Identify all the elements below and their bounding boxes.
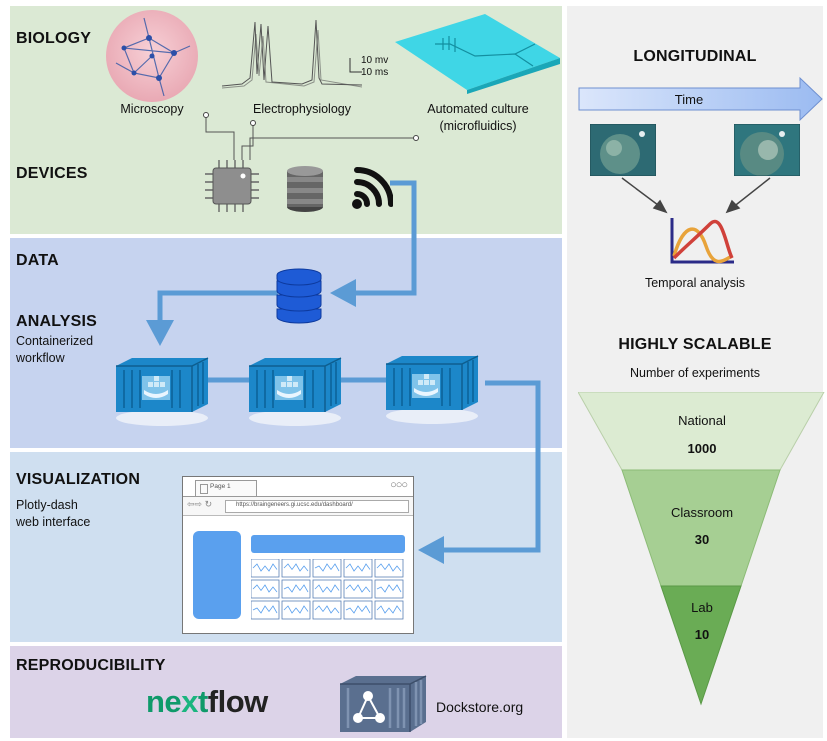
docker-container-1 bbox=[116, 357, 209, 426]
dashboard-plot-trace bbox=[376, 605, 402, 614]
tab-page-icon bbox=[200, 484, 208, 494]
nextflow-logo: nextflow bbox=[146, 684, 268, 720]
dashboard-plot-thumbnail bbox=[312, 579, 342, 599]
dashboard-plots bbox=[250, 558, 404, 620]
electrophysiology-label: Electrophysiology bbox=[253, 102, 351, 116]
dockstore-logo-icon bbox=[340, 675, 427, 732]
flow-arrows bbox=[146, 180, 541, 564]
visualization-title: VISUALIZATION bbox=[16, 471, 141, 488]
nextflow-flow: flow bbox=[207, 684, 269, 719]
scalability-pyramid bbox=[578, 392, 825, 706]
dashboard-plot-trace bbox=[314, 605, 340, 614]
nextflow-x: x bbox=[181, 684, 198, 719]
dashboard-plot-grid bbox=[250, 558, 407, 623]
pyramid-level-lab bbox=[660, 585, 742, 706]
dashboard-plot-trace bbox=[314, 584, 340, 593]
dashboard-plot-thumbnail bbox=[343, 600, 373, 620]
scale-time: 10 ms bbox=[361, 67, 389, 78]
dashboard-plot-thumbnail bbox=[312, 600, 342, 620]
dashboard-plot-thumbnail bbox=[250, 579, 280, 599]
dashboard-plot-trace bbox=[252, 563, 278, 572]
nextflow-t: t bbox=[197, 684, 208, 719]
dockstore-label: Dockstore.org bbox=[436, 699, 524, 715]
electrophysiology-trace bbox=[222, 19, 362, 89]
dashboard-plot-thumbnail bbox=[374, 579, 404, 599]
browser-window: Page 1 ○○○ ⇦⇨ ↻ https://braingeneers.gi.… bbox=[182, 476, 414, 634]
scalable-subtitle: Number of experiments bbox=[630, 366, 760, 380]
dashboard-plot-thumbnail bbox=[281, 558, 311, 578]
level-national-name: National bbox=[678, 413, 726, 428]
docker-container-2 bbox=[249, 357, 342, 426]
dashboard-plot-trace bbox=[283, 605, 309, 614]
data-title: DATA bbox=[16, 252, 59, 269]
scale-voltage: 10 mv bbox=[361, 55, 389, 66]
device-wires bbox=[203, 112, 419, 160]
browser-toolbar: ⇦⇨ ↻ https://braingeneers.gi.ucsc.edu/da… bbox=[183, 496, 413, 516]
visualization-subtitle: Plotly-dash web interface bbox=[16, 498, 91, 529]
reproducibility-title: REPRODUCIBILITY bbox=[16, 657, 166, 674]
level-national-value: 1000 bbox=[687, 441, 717, 456]
dashboard-plot-trace bbox=[252, 605, 278, 614]
dashboard-plot-thumbnail bbox=[374, 558, 404, 578]
dashboard-plot-thumbnail bbox=[250, 558, 280, 578]
data-database-icon bbox=[276, 268, 322, 324]
server-database-icon bbox=[287, 166, 323, 212]
time-arrow bbox=[578, 76, 823, 122]
dashboard-plot-thumbnail bbox=[343, 558, 373, 578]
dashboard-plot-thumbnail bbox=[343, 579, 373, 599]
reproducibility-band bbox=[10, 646, 562, 738]
longitudinal-title: LONGITUDINAL bbox=[633, 48, 757, 65]
dashboard-header-bar bbox=[251, 535, 405, 553]
dashboard-plot-thumbnail bbox=[281, 600, 311, 620]
dashboard-plot-trace bbox=[345, 584, 371, 593]
dashboard-plot-trace bbox=[252, 584, 278, 593]
level-lab-value: 10 bbox=[694, 627, 710, 642]
organoid-image-early bbox=[590, 124, 656, 176]
dashboard-plot-thumbnail bbox=[250, 600, 280, 620]
level-classroom-name: Classroom bbox=[670, 505, 734, 520]
dashboard-plot-thumbnail bbox=[374, 600, 404, 620]
nav-arrows-icon: ⇦⇨ ↻ bbox=[187, 499, 213, 509]
organoid-image-late bbox=[734, 124, 800, 176]
browser-tab: Page 1 bbox=[195, 480, 257, 497]
analysis-subtitle: Containerized workflow bbox=[16, 334, 94, 365]
dashboard-plot-trace bbox=[345, 605, 371, 614]
dashboard-plot-trace bbox=[283, 563, 309, 572]
dashboard-plot-trace bbox=[283, 584, 309, 593]
level-lab-name: Lab bbox=[691, 600, 713, 615]
wifi-icon bbox=[352, 167, 393, 209]
scalable-title: HIGHLY SCALABLE bbox=[618, 336, 772, 353]
dashboard-sidebar bbox=[193, 531, 241, 619]
converging-arrows bbox=[621, 177, 771, 214]
docker-container-3 bbox=[386, 355, 479, 424]
nextflow-ne: ne bbox=[146, 684, 182, 719]
dashboard-plot-thumbnail bbox=[312, 558, 342, 578]
biology-title: BIOLOGY bbox=[16, 30, 92, 47]
microscopy-label: Microscopy bbox=[120, 102, 184, 116]
microscopy-image bbox=[106, 10, 198, 102]
level-classroom-value: 30 bbox=[694, 532, 710, 547]
address-bar: https://braingeneers.gi.ucsc.edu/dashboa… bbox=[225, 500, 409, 513]
dashboard-plot-trace bbox=[345, 563, 371, 572]
temporal-analysis-chart-icon bbox=[670, 218, 734, 264]
pyramid-level-classroom bbox=[621, 469, 781, 587]
dashboard-plot-trace bbox=[314, 563, 340, 572]
chip-icon bbox=[205, 160, 259, 212]
devices-title: DEVICES bbox=[16, 165, 88, 182]
time-label: Time bbox=[674, 92, 704, 107]
dashboard-plot-thumbnail bbox=[281, 579, 311, 599]
dashboard-plot-trace bbox=[376, 563, 402, 572]
dashboard-plot-trace bbox=[376, 584, 402, 593]
automated-culture-label: Automated culture (microfluidics) bbox=[427, 102, 529, 133]
pyramid-level-national bbox=[578, 392, 825, 471]
window-control-icons: ○○○ bbox=[390, 479, 408, 491]
microfluidic-chip-image bbox=[395, 14, 560, 94]
address-url: https://braingeneers.gi.ucsc.edu/dashboa… bbox=[236, 502, 353, 508]
temporal-analysis-label: Temporal analysis bbox=[644, 276, 746, 290]
browser-tab-label: Page 1 bbox=[210, 483, 231, 490]
analysis-title: ANALYSIS bbox=[16, 313, 98, 330]
